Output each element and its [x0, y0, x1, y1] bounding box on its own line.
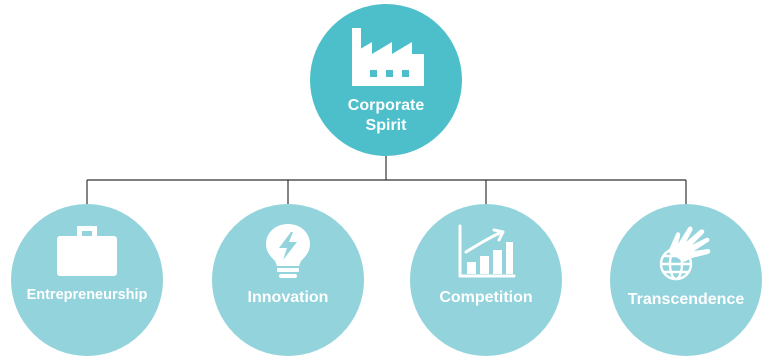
growth-chart-icon: [458, 224, 516, 278]
root-label-line-2: Spirit: [365, 117, 407, 134]
hand-globe-icon: [659, 226, 711, 281]
lightbulb-icon: [266, 224, 310, 278]
child-node-innovation: Innovation: [212, 204, 364, 356]
child-label: Entrepreneurship: [26, 287, 148, 303]
child-node-competition: Competition: [410, 204, 562, 356]
factory-icon: [352, 28, 424, 86]
child-node-entrepreneurship: Entrepreneurship: [11, 204, 163, 356]
root-label: Corporate Spirit: [348, 96, 424, 136]
child-label: Competition: [439, 289, 533, 306]
child-node-transcendence: Transcendence: [610, 204, 762, 356]
briefcase-icon: [57, 226, 117, 276]
root-node-corporate-spirit: Corporate Spirit: [310, 4, 462, 156]
root-label-line-1: Corporate: [347, 97, 425, 114]
child-label: Innovation: [247, 289, 329, 306]
child-label: Transcendence: [627, 291, 745, 308]
